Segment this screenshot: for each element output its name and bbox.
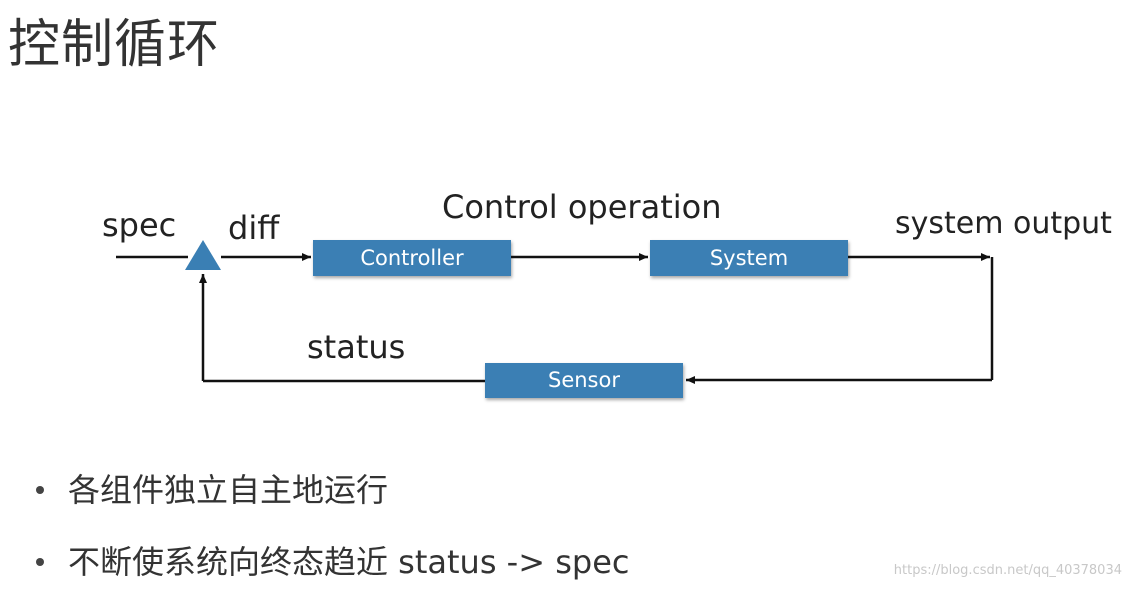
bullet-dot-icon [36,486,44,494]
bullet-list: 各组件独立自主地运行 不断使系统向终态趋近 status -> spec [36,462,629,606]
system-label: System [710,246,788,270]
watermark: https://blog.csdn.net/qq_40378034 [893,563,1122,578]
control-loop-diagram: Controller System Sensor spec diff Contr… [102,188,1112,398]
bullet-text: 不断使系统向终态趋近 status -> spec [68,543,630,581]
controller-label: Controller [360,246,464,270]
bullet-dot-icon [36,558,44,566]
bullet-item: 不断使系统向终态趋近 status -> spec [36,534,629,606]
status-label: status [307,328,405,366]
sensor-block [485,363,683,398]
control-operation-label: Control operation [442,188,721,226]
system-block [650,240,848,276]
controller-block [313,240,511,276]
sensor-label: Sensor [548,368,620,392]
diff-label: diff [228,209,280,247]
system-output-label: system output [895,206,1112,241]
summing-junction-triangle [185,240,221,270]
spec-label: spec [102,206,176,244]
bullet-item: 各组件独立自主地运行 [36,462,629,534]
slide-title: 控制循环 [8,15,221,75]
bullet-text: 各组件独立自主地运行 [68,471,389,509]
